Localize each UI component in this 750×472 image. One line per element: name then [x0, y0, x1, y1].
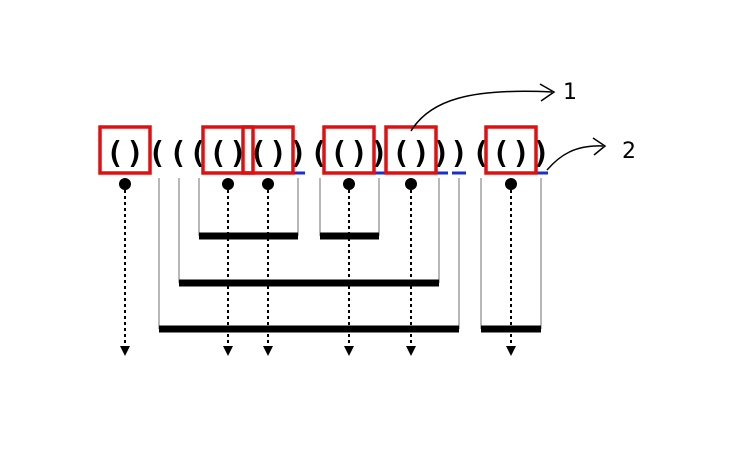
open-paren: ( [169, 136, 187, 171]
annotation-arrow-1-head [539, 83, 556, 102]
annotation-arrow-2 [546, 145, 604, 171]
close-paren: ) [350, 136, 368, 171]
annotation-arrow-1 [410, 90, 553, 132]
sequence-layer: ()(((()())(())()))(()) [98, 125, 550, 356]
nesting-structure [158, 178, 542, 333]
highlight-box [241, 125, 295, 175]
close-paren: ) [450, 136, 468, 171]
pair-dot [262, 178, 274, 190]
open-paren: ( [106, 136, 124, 171]
annotation-label-1: 1 [563, 80, 577, 105]
pair-dot [222, 178, 234, 190]
pair-dot [505, 178, 517, 190]
pair-dot [343, 178, 355, 190]
highlight-box [98, 125, 152, 175]
open-paren: ( [492, 136, 510, 171]
close-paren: ) [512, 136, 530, 171]
annotation-label-2: 2 [622, 139, 636, 164]
open-paren: ( [148, 136, 166, 171]
arrowhead-icon [406, 346, 416, 356]
highlight-box [322, 125, 376, 175]
pair-dot [119, 178, 131, 190]
arrowhead-icon [120, 346, 130, 356]
pair-dot [405, 178, 417, 190]
arrowhead-icon [223, 346, 233, 356]
highlight-box [484, 125, 538, 175]
open-paren: ( [330, 136, 348, 171]
arrowhead-icon [506, 346, 516, 356]
arrowhead-icon [344, 346, 354, 356]
highlight-box [201, 125, 255, 175]
highlight-box [384, 125, 438, 175]
open-paren: ( [392, 136, 410, 171]
open-paren: ( [209, 136, 227, 171]
annotation-arrow-2-head [592, 137, 607, 156]
arrowhead-icon [263, 346, 273, 356]
close-paren: ) [412, 136, 430, 171]
close-paren: ) [126, 136, 144, 171]
close-paren: ) [269, 136, 287, 171]
